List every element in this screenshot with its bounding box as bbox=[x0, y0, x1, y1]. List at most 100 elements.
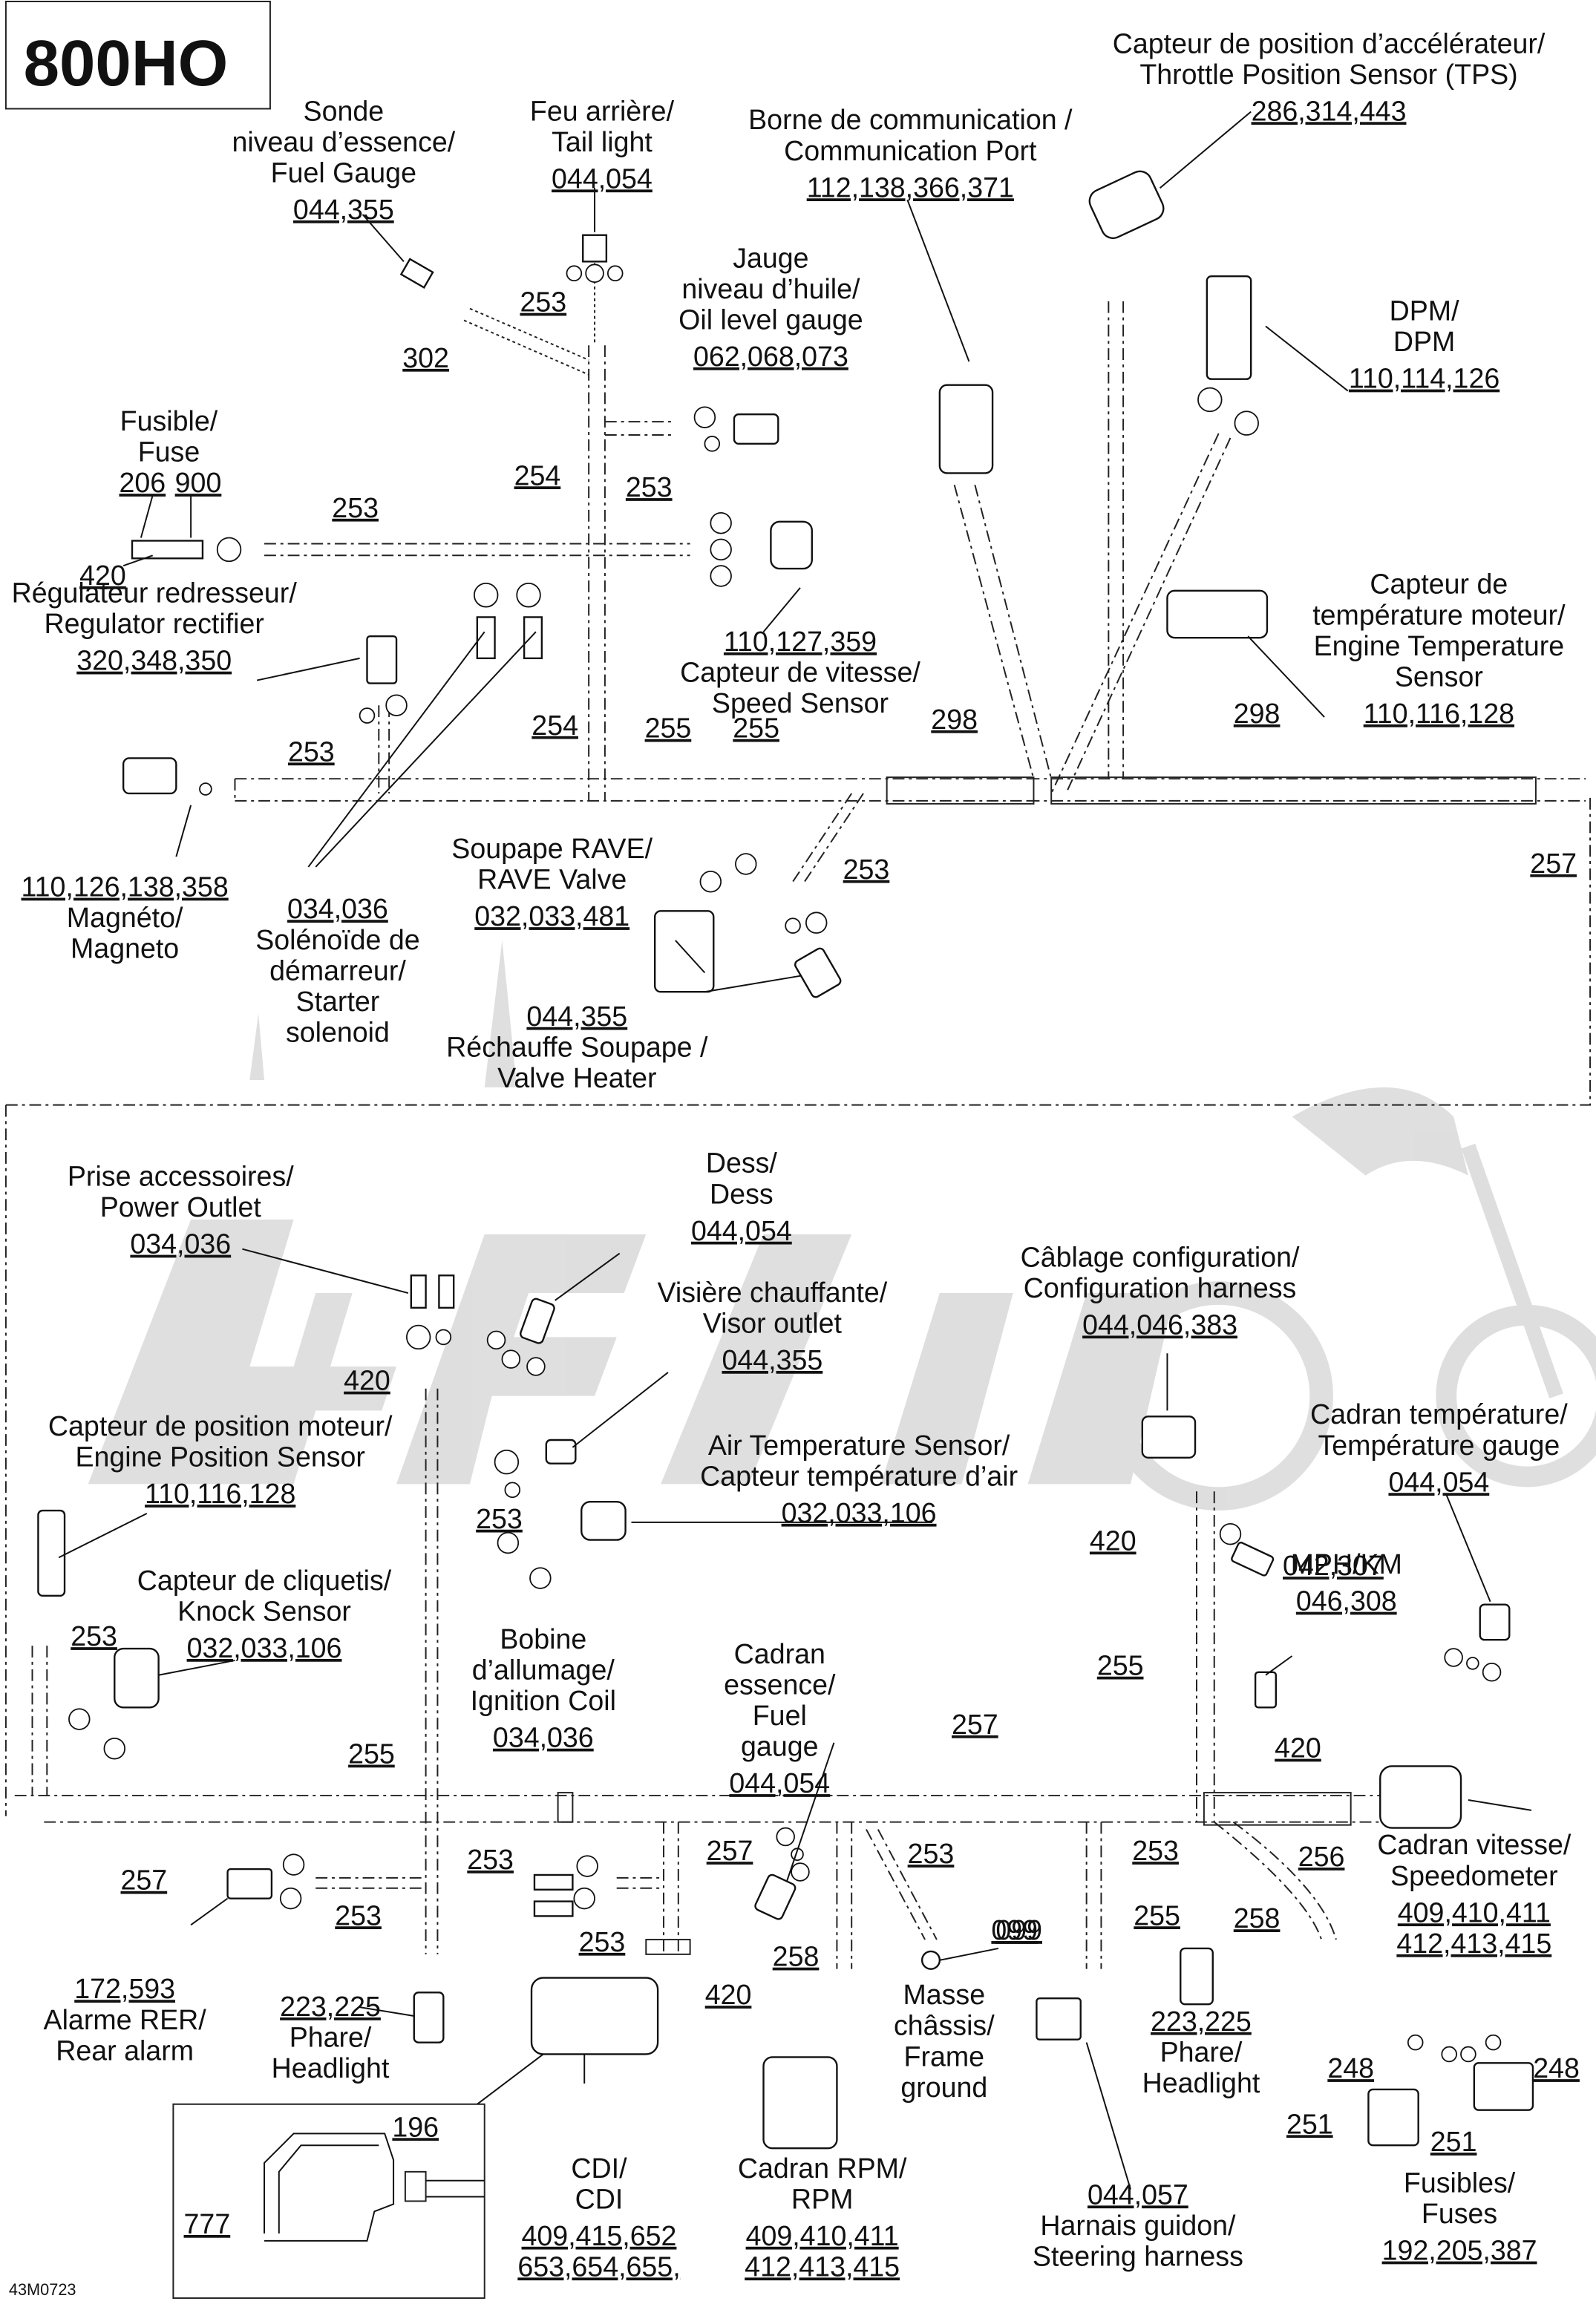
label-configuration-harness: Câblage configuration/Configuration harn… bbox=[1021, 1241, 1300, 1340]
magneto-connector-icon bbox=[122, 757, 177, 795]
component-name: Fusibles/ bbox=[1404, 2167, 1516, 2199]
component-name: Jauge bbox=[733, 242, 808, 273]
part-ref-number: 286,314,443 bbox=[1252, 95, 1407, 126]
model-title: 800HO bbox=[24, 27, 229, 99]
component-name: Régulateur redresseur/ bbox=[12, 577, 298, 609]
ignition-coil-connector-a-icon bbox=[533, 1873, 574, 1891]
starter-solenoid-connector-a-icon bbox=[476, 616, 496, 660]
part-ref-number: 900 bbox=[175, 467, 222, 498]
part-ref-number: 034,036 bbox=[493, 1722, 594, 1753]
component-name: Speedometer bbox=[1390, 1860, 1558, 1891]
callout-196: 196 bbox=[392, 2111, 439, 2142]
component-name: Sensor bbox=[1395, 661, 1483, 692]
part-ref-number: 032,033,106 bbox=[782, 1497, 937, 1528]
knock-sensor-connector-icon bbox=[114, 1647, 160, 1709]
part-ref-number: 034,036 bbox=[287, 893, 388, 924]
component-name: Fuse bbox=[138, 436, 200, 468]
component-name: Valve Heater bbox=[497, 1062, 656, 1093]
component-name: Headlight bbox=[1142, 2067, 1260, 2098]
harness-sleeve-256 bbox=[1203, 1792, 1352, 1826]
visor-outlet-connector-icon bbox=[545, 1439, 577, 1464]
dpm-connector-icon bbox=[1206, 275, 1252, 380]
harness-sleeve-298-left bbox=[886, 776, 1035, 805]
part-ref-number: 062,068,073 bbox=[693, 341, 848, 372]
callout-253: 253 bbox=[626, 471, 673, 503]
component-name: Température gauge bbox=[1318, 1430, 1560, 1461]
part-ref-number: 099 bbox=[991, 1914, 1038, 1945]
rave-valve-connector-icon bbox=[653, 910, 715, 993]
component-name: solenoid bbox=[286, 1017, 390, 1048]
fuel-sender-connector-icon bbox=[399, 258, 434, 289]
part-ref-number: 044,355 bbox=[722, 1344, 822, 1375]
power-outlet-connector-a-icon bbox=[410, 1274, 427, 1309]
component-name: Borne de communication / bbox=[748, 104, 1073, 135]
callout-255: 255 bbox=[645, 713, 692, 744]
part-ref-number: 110,116,128 bbox=[1364, 698, 1514, 729]
component-name: Masse bbox=[903, 1979, 985, 2010]
component-name: essence/ bbox=[724, 1669, 836, 1700]
component-name: Cadran température/ bbox=[1310, 1398, 1568, 1430]
part-ref-number: 206 bbox=[120, 467, 166, 498]
upper-harness bbox=[131, 257, 1586, 883]
engine-temp-connector-icon bbox=[1166, 589, 1269, 639]
callout-251: 251 bbox=[1430, 2126, 1477, 2157]
component-name: température moteur/ bbox=[1312, 599, 1566, 630]
part-ref-number: 044,057 bbox=[1088, 2179, 1188, 2210]
callout-253: 253 bbox=[579, 1926, 626, 1957]
callout-253: 253 bbox=[908, 1838, 955, 1869]
tail-light-connector-icon bbox=[582, 234, 608, 263]
component-name: Visor outlet bbox=[703, 1307, 843, 1338]
fuse-block-right-icon bbox=[1473, 2062, 1534, 2111]
component-name: Dess bbox=[710, 1178, 774, 1209]
dess-connector-icon bbox=[520, 1297, 555, 1344]
callout-255: 255 bbox=[1134, 1899, 1180, 1931]
component-name: Power Outlet bbox=[100, 1191, 262, 1223]
callout-420: 420 bbox=[705, 1979, 752, 2010]
part-ref-number: 409,415,652 bbox=[522, 2220, 677, 2251]
fuel-gauge-dial-connector-icon bbox=[754, 1873, 797, 1920]
callout-253: 253 bbox=[520, 287, 566, 318]
component-name: Starter bbox=[296, 986, 380, 1017]
component-name: Fuses bbox=[1422, 2198, 1497, 2229]
component-name: Sonde bbox=[304, 95, 385, 126]
callout-099: 099 bbox=[995, 1914, 1042, 1945]
component-name: Rear alarm bbox=[56, 2035, 194, 2066]
upper-connectors bbox=[122, 170, 1269, 998]
part-ref-number: 032,033,481 bbox=[474, 900, 629, 932]
ignition-coil-connector-b-icon bbox=[533, 1900, 574, 1917]
component-name: Capteur de vitesse/ bbox=[680, 657, 920, 688]
engine-position-connector-icon bbox=[37, 1509, 66, 1597]
component-name: démarreur/ bbox=[269, 955, 406, 986]
component-name: Capteur température d’air bbox=[700, 1460, 1018, 1491]
figure-code: 43M0723 bbox=[9, 2280, 76, 2299]
part-ref-number: 653,654,655, bbox=[517, 2251, 680, 2282]
component-name: Communication Port bbox=[784, 135, 1037, 166]
callout-255: 255 bbox=[1097, 1650, 1144, 1681]
callout-256: 256 bbox=[1298, 1841, 1345, 1872]
component-name: Tail light bbox=[552, 126, 653, 157]
part-ref-number: 034,036 bbox=[130, 1228, 231, 1260]
section-divider bbox=[4, 793, 1592, 1816]
part-ref-number: 412,413,415 bbox=[1396, 1928, 1551, 1959]
label-engine-position-sensor: Capteur de position moteur/Engine Positi… bbox=[48, 1410, 393, 1509]
lower-harness bbox=[14, 1388, 1381, 1969]
temp-gauge-connector-icon bbox=[1479, 1603, 1511, 1641]
component-name: Bobine bbox=[500, 1623, 586, 1655]
part-ref-number: 172,593 bbox=[74, 1973, 175, 2004]
component-name: CDI/ bbox=[571, 2153, 627, 2184]
component-name: MPH/KM bbox=[1291, 1548, 1402, 1580]
rear-alarm-connector-icon bbox=[226, 1868, 273, 1899]
component-name: Dess/ bbox=[706, 1148, 778, 1179]
callout-253: 253 bbox=[843, 854, 890, 885]
label-air-temperature-sensor: Air Temperature Sensor/Capteur températu… bbox=[700, 1430, 1018, 1528]
callout-253: 253 bbox=[332, 492, 379, 523]
component-name: RPM bbox=[791, 2183, 853, 2214]
